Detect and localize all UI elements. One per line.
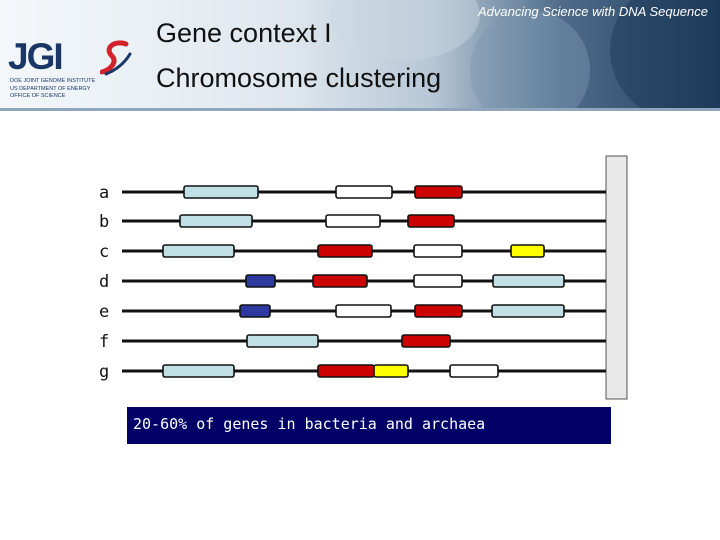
logo-line-3: OFFICE OF SCIENCE: [10, 93, 66, 99]
gene-box: [183, 185, 259, 199]
logo-line-1: DOE JOINT GENOME INSTITUTE: [10, 78, 96, 84]
gene-box: [239, 304, 271, 318]
page-title-line-2: Chromosome clustering: [156, 63, 442, 93]
gene-box: [492, 274, 565, 288]
banner-decoration: [470, 10, 590, 108]
gene-box: [335, 185, 393, 199]
caption-text: 20-60% of genes in bacteria and archaea: [133, 415, 486, 433]
gene-box: [317, 244, 373, 258]
gene-box: [491, 304, 565, 318]
logo-mark: JGI: [8, 36, 64, 77]
gene-box: [312, 274, 368, 288]
gene-box: [449, 364, 499, 378]
gene-box: [373, 364, 409, 378]
banner-decoration: [610, 0, 720, 108]
gene-box: [510, 244, 545, 258]
banner-decoration: [330, 0, 480, 60]
page-title-line-1: Gene context I: [156, 18, 332, 48]
jgi-logo: JGI DOE JOINT GENOME INSTITUTE US DEPART…: [8, 38, 143, 104]
tagline: Advancing Science with DNA Sequence: [477, 4, 708, 19]
row-label: g: [99, 362, 109, 382]
row-label: f: [99, 332, 109, 352]
gene-box: [317, 364, 375, 378]
row-label: a: [99, 183, 109, 203]
row-label: d: [99, 272, 109, 292]
logo-line-2: US DEPARTMENT OF ENERGY: [10, 86, 91, 92]
row-label: c: [99, 242, 109, 262]
gene-box: [414, 185, 463, 199]
side-panel: [605, 155, 628, 400]
row-label: b: [99, 212, 109, 232]
gene-box: [162, 364, 235, 378]
header-banner: [0, 0, 720, 108]
gene-box: [401, 334, 451, 348]
caption-box: 20-60% of genes in bacteria and archaea: [127, 407, 611, 444]
logo-swoosh-icon: [100, 40, 132, 76]
gene-box: [335, 304, 392, 318]
gene-box: [414, 304, 463, 318]
banner-divider: [0, 108, 720, 111]
gene-box: [162, 244, 235, 258]
gene-box: [325, 214, 381, 228]
gene-box: [413, 244, 463, 258]
gene-box: [407, 214, 455, 228]
gene-box: [413, 274, 463, 288]
gene-box: [246, 334, 319, 348]
row-label: e: [99, 302, 109, 322]
gene-box: [245, 274, 276, 288]
gene-box: [179, 214, 253, 228]
